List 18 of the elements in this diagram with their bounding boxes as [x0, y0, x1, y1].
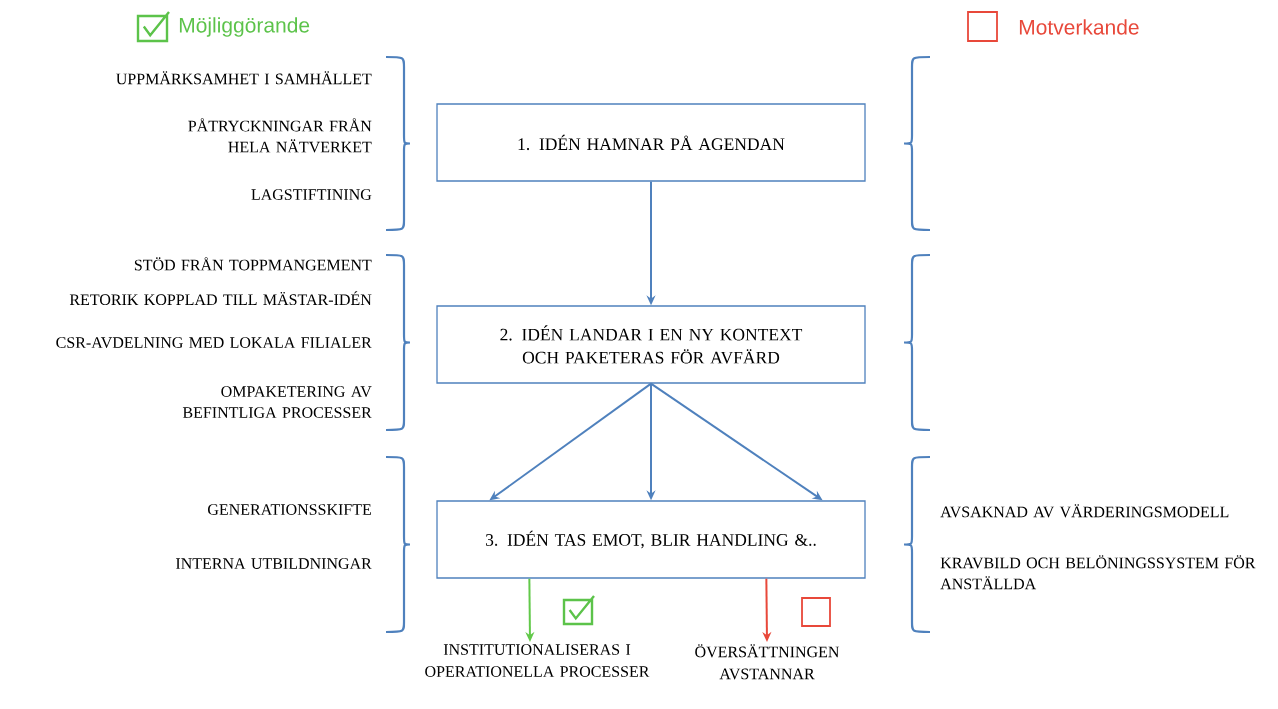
- factor-text: GENERATIONSSKIFTE: [208, 504, 371, 515]
- process-box: 3. IDÉN TAS EMOT, BLIR HANDLING &..: [436, 500, 866, 579]
- factor-text: KRAVBILD OCH BELÖNINGSSYSTEM FÖR ANSTÄLLDA: [940, 555, 1256, 590]
- factor-text: PÅTRYCKNINGAR FRÅN HELA NÄTVERKET: [188, 118, 372, 153]
- factor-text: CSR-AVDELNING MED LOKALA FILIALER: [56, 337, 372, 349]
- outcome-label: ÖVERSÄTTNINGEN AVSTANNAR: [695, 644, 840, 680]
- factor-text: INTERNA UTBILDNINGAR: [175, 558, 372, 569]
- factor-text: AVSAKNAD AV VÄRDERINGSMODELL: [940, 504, 1229, 518]
- factor-text: OMPAKETERING AV BEFINTLIGA PROCESSER: [182, 386, 372, 418]
- factor-text: STÖD FRÅN TOPPMANGEMENT: [134, 257, 372, 271]
- column-heading: Möjliggörande: [179, 17, 310, 37]
- process-box: 2. IDÉN LANDAR I EN NY KONTEXT OCH PAKETERAS FÖR AVFÄRD: [436, 305, 866, 384]
- factor-text: UPPMÄRKSAMHET I SAMHÄLLET: [116, 71, 372, 85]
- outcome-label: INSTITUTIONALISERAS I OPERATIONELLA PROCESSER: [425, 644, 650, 677]
- factor-text: LAGSTIFTINING: [251, 189, 372, 200]
- column-heading: Motverkande: [1019, 19, 1139, 35]
- process-box: 1. IDÉN HAMNAR PÅ AGENDAN: [436, 103, 866, 182]
- factor-text: RETORIK KOPPLAD TILL MÄSTAR-IDÉN: [69, 291, 372, 306]
